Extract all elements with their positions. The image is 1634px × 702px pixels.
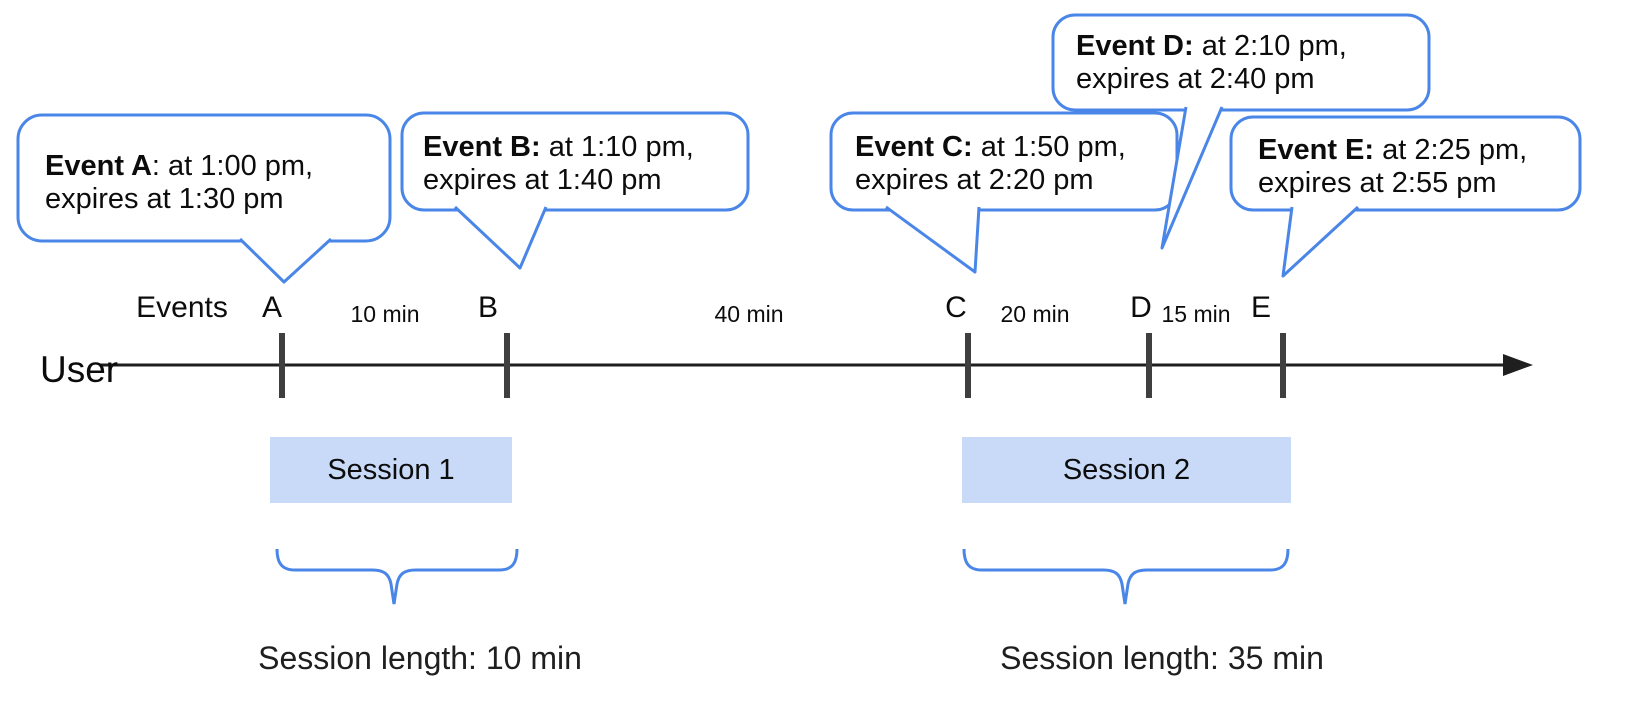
user-axis-label: User (40, 349, 119, 390)
event-d-title: Event D: (1076, 30, 1194, 62)
timeline-arrowhead-icon (1503, 354, 1533, 376)
event-c-title: Event C: (855, 131, 973, 163)
event-a-time: : at 1:00 pm, (151, 150, 314, 182)
bubble-tail-event-c (885, 205, 981, 274)
interval-label-10min: 10 min (350, 301, 420, 327)
event-b-expiry: expires at 1:40 pm (423, 164, 662, 196)
event-e-time: at 2:25 pm, (1374, 134, 1528, 166)
event-a-title: Event A (45, 150, 152, 182)
event-d-expiry: expires at 2:40 pm (1076, 63, 1315, 95)
bubble-text-event-e: Event E: at 2:25 pm, expires at 2:55 pm (1258, 134, 1527, 200)
bubble-tail-event-e (1281, 205, 1360, 278)
interval-label-15min: 15 min (1161, 301, 1231, 327)
brace-session-1 (275, 548, 519, 605)
session-2-bar: Session 2 (962, 437, 1291, 503)
event-a-expiry: expires at 1:30 pm (45, 183, 284, 215)
bubble-event-b (400, 111, 750, 212)
tick-label-a: A (261, 291, 283, 324)
bubble-line-1: Event B: at 1:10 pm, (423, 131, 694, 164)
events-row-label: Events (136, 291, 228, 324)
bubble-text-event-b: Event B: at 1:10 pm, expires at 1:40 pm (423, 131, 694, 197)
bubble-event-d (1051, 13, 1431, 112)
bubble-text-event-a: Event A: at 1:00 pm, expires at 1:30 pm (45, 150, 313, 216)
session-2-length-label: Session length: 35 min (1000, 640, 1324, 676)
bubble-text-event-c: Event C: at 1:50 pm, expires at 2:20 pm (855, 131, 1126, 197)
event-b-time: at 1:10 pm, (540, 131, 694, 163)
bubble-event-e (1229, 115, 1582, 212)
session-2-label: Session 2 (1062, 453, 1191, 486)
session-1-label: Session 1 (327, 453, 455, 486)
tick-label-d: D (1130, 291, 1152, 324)
event-d-time: at 2:10 pm, (1193, 30, 1347, 62)
brace-session-2 (962, 548, 1290, 605)
session-1-bar: Session 1 (270, 437, 512, 503)
bubble-line-1: Event D: at 2:10 pm, (1076, 30, 1347, 63)
bubble-line-1: Event C: at 1:50 pm, (855, 131, 1126, 164)
event-c-expiry: expires at 2:20 pm (855, 164, 1094, 196)
bubble-tail-event-d (1160, 106, 1224, 250)
event-e-expiry: expires at 2:55 pm (1258, 167, 1497, 199)
bubble-line-1: Event A: at 1:00 pm, (45, 150, 313, 183)
bubble-tail-event-b (453, 205, 548, 270)
session-1-length-label: Session length: 10 min (258, 640, 582, 676)
tick-label-c: C (945, 291, 967, 324)
bubble-line-1: Event E: at 2:25 pm, (1258, 134, 1527, 167)
interval-label-20min: 20 min (1000, 301, 1070, 327)
bubble-text-event-d: Event D: at 2:10 pm, expires at 2:40 pm (1076, 30, 1347, 96)
event-e-title: Event E: (1258, 134, 1375, 166)
bubble-tail-event-a (238, 237, 333, 284)
event-c-time: at 1:50 pm, (972, 131, 1126, 163)
interval-label-40min: 40 min (714, 301, 784, 327)
tick-label-b: B (477, 291, 499, 324)
event-b-title: Event B: (423, 131, 541, 163)
tick-label-e: E (1250, 291, 1272, 324)
bubble-event-a (16, 113, 392, 243)
